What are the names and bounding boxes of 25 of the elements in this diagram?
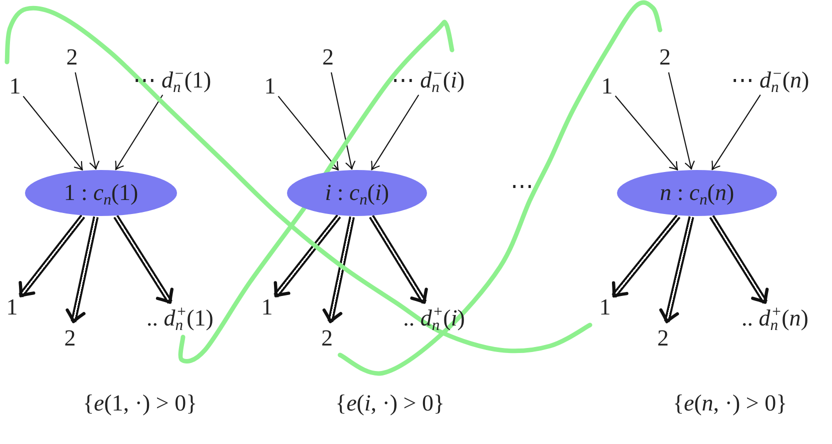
out-degree-label: .. d$_{n}$$^{+}$(i) <box>403 306 465 330</box>
set-label: {e(i, ·) > 0} <box>335 392 445 414</box>
target-number: 1 <box>599 296 611 318</box>
source-number: 1 <box>601 74 613 98</box>
state-ellipse: n : c$_{n}$(n) <box>617 170 777 216</box>
source-number: 1 <box>264 74 276 98</box>
in-degree-label: ⋯ d$_{n}$$^{−}$(i) <box>391 68 465 92</box>
target-number: 1 <box>6 296 18 318</box>
out-degree-label: .. d$_{n}$$^{+}$(n) <box>742 306 808 330</box>
target-number: 2 <box>64 326 76 350</box>
source-number: 2 <box>659 46 671 68</box>
set-label: {e(n, ·) > 0} <box>672 392 788 414</box>
in-degree-label: ⋯ d$_{n}$$^{−}$(1) <box>132 68 212 92</box>
in-degree-label: ⋯ d$_{n}$$^{−}$(n) <box>730 68 810 92</box>
state-ellipse: 1 : c$_{n}$(1) <box>25 170 177 216</box>
source-number: 2 <box>66 46 78 68</box>
target-number: 2 <box>321 326 333 350</box>
out-degree-label: .. d$_{n}$$^{+}$(1) <box>146 306 214 330</box>
source-number: 1 <box>9 74 21 98</box>
ellipsis-text: ⋯ <box>510 174 534 198</box>
source-number: 2 <box>322 46 334 68</box>
target-number: 1 <box>261 296 273 318</box>
set-label: {e(1, ·) > 0} <box>82 392 198 414</box>
state-ellipse: i : c$_{n}$(i) <box>287 170 427 216</box>
target-number: 2 <box>657 326 669 350</box>
